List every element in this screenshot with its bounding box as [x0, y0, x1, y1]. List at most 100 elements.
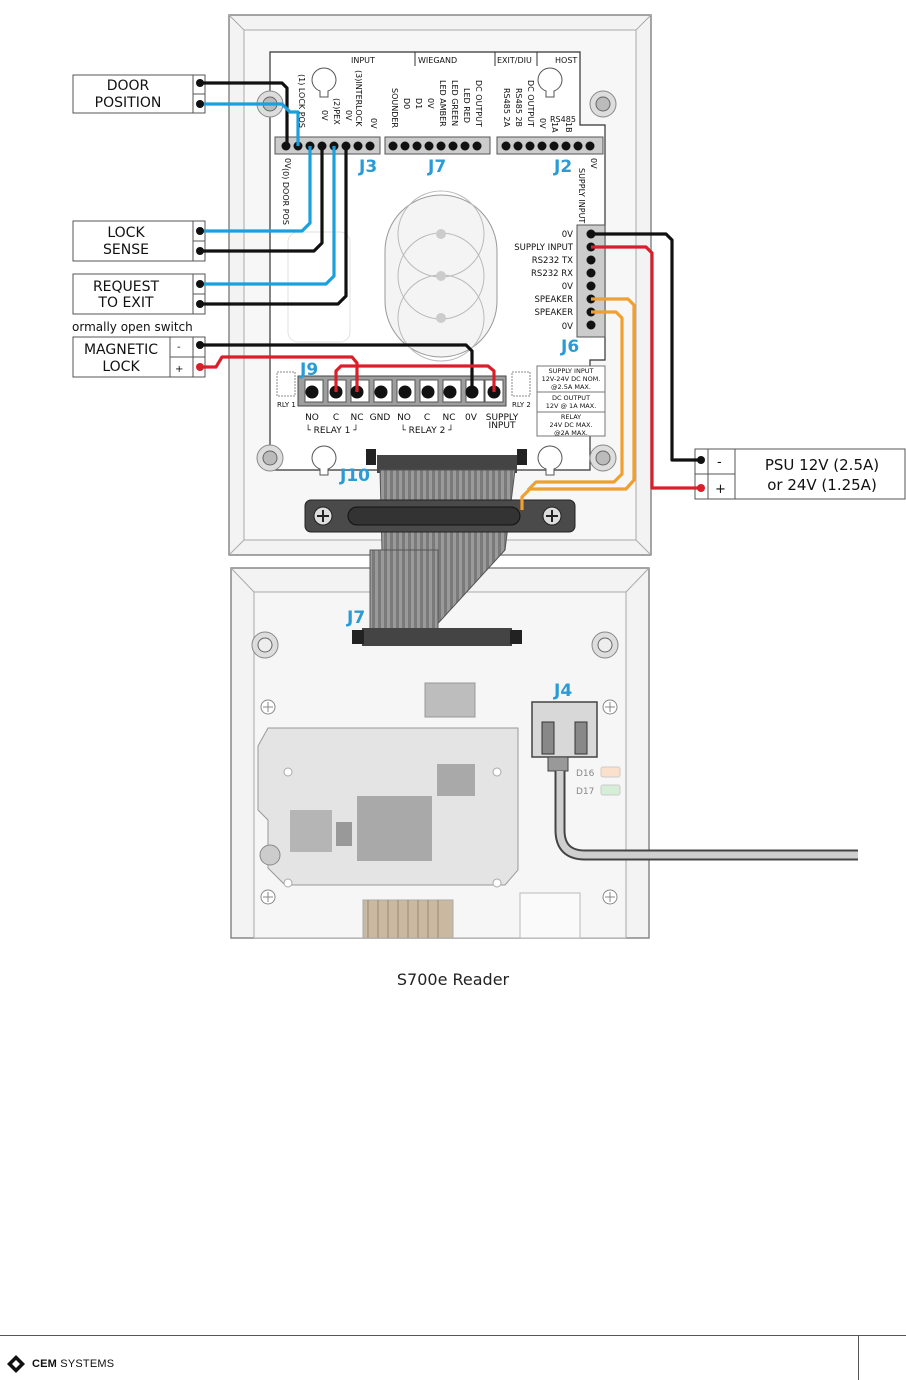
j9-pin-label: NC [350, 413, 363, 423]
j3-pin-label: 0V [369, 118, 378, 129]
spec-box [536, 365, 606, 437]
relay-2-label: └ RELAY 2 ┘ [400, 424, 453, 436]
wire-speaker-orange [526, 310, 624, 492]
spec-text: @2A MAX. [554, 429, 588, 437]
j2-pin-label: RS485 2A [502, 88, 511, 128]
screw-boss [251, 631, 279, 659]
j3-pin-label: (2)PEX [332, 98, 341, 125]
j2-pin-label: 1A [550, 122, 559, 133]
j7-pin-label: SOUNDER [390, 88, 399, 128]
header-rs485: RS485 [550, 115, 576, 124]
spec-text: DC OUTPUT [552, 394, 590, 402]
connector-j9-label: J9 [299, 360, 318, 380]
psu-minus-label: - [717, 455, 722, 470]
figure-caption: S700e Reader [396, 970, 510, 989]
screw-boss [589, 90, 617, 118]
wire-door-pos-black [200, 81, 289, 146]
j2-pin-label: 1B [564, 122, 573, 133]
screw-boss [589, 444, 617, 472]
j3-bottom-pin-label: 0V [283, 158, 292, 169]
j3-pin-label: 0V [344, 110, 353, 121]
header-host: HOST [555, 56, 577, 65]
j6-pin-label: SUPPLY INPUT [514, 243, 574, 253]
j7-pin-label: D1 [414, 98, 423, 109]
psu-block [694, 448, 906, 500]
spec-text: @2.5A MAX. [551, 383, 591, 391]
lock-sense-label-2: SENSE [103, 242, 149, 258]
j4-connector [531, 701, 598, 772]
wire-psu-red [591, 245, 701, 490]
maglock-minus-label: - [177, 342, 181, 353]
j7-pin-label: LED GREEN [450, 80, 459, 126]
j3-pin-label: (3)INTERLOCK [354, 70, 363, 127]
request-to-exit-block [72, 273, 206, 315]
j2-pin-label: RS485 2B [514, 88, 523, 127]
j6-pin-label: 0V [562, 322, 573, 332]
rex-label-2: TO EXIT [97, 295, 154, 311]
j6-pin-label: SPEAKER [534, 308, 573, 318]
j6-pin-label: SPEAKER [534, 295, 573, 305]
relay-jumper-1 [276, 371, 296, 397]
j9-pin-label: NO [397, 413, 411, 423]
psu-label-1: PSU 12V (2.5A) [765, 456, 879, 474]
wire-speaker-orange [520, 297, 636, 510]
reader-housing-bottom: D16 D17 [230, 567, 858, 939]
mounting-bracket [304, 499, 576, 533]
wire-lock-sense-blue [200, 146, 312, 233]
j6-pin-label: 0V [562, 230, 573, 240]
j9-pin-label: GND [370, 413, 391, 423]
spec-text: RELAY [561, 413, 581, 421]
screw-boss [591, 631, 619, 659]
wire-maglock-black [200, 343, 474, 392]
rly2-label: RLY 2 [512, 401, 531, 409]
connector-j10-label: J10 [339, 466, 370, 486]
connector-j7-bottom-label: J7 [346, 608, 365, 628]
connector-j7-label: J7 [427, 157, 446, 177]
j9-pin-label: INPUT [489, 421, 516, 431]
rly1-label: RLY 1 [277, 401, 296, 409]
j6-pin-label: 0V [562, 282, 573, 292]
footer-divider-vertical [858, 1335, 859, 1380]
j7-pin-label: 0V [426, 98, 435, 109]
normally-open-switch-label: ormally open switch [72, 320, 193, 334]
j3-terminal-strip [274, 136, 381, 155]
connector-j3-label: J3 [358, 157, 377, 177]
wire-rex-blue [200, 146, 336, 286]
j9-pin-label: SUPPLY [486, 413, 519, 423]
magnetic-lock-label-2: LOCK [102, 359, 140, 375]
j2-terminal-strip [496, 136, 604, 155]
spec-text: 12V-24V DC NOM. [542, 375, 601, 383]
j9-pin-label: C [424, 413, 430, 423]
footer-divider [0, 1335, 906, 1336]
j9-pin-label: NO [305, 413, 319, 423]
wire-lock-sense-black [200, 146, 324, 253]
spec-text: SUPPLY INPUT [549, 367, 594, 375]
brand-name: CEM SYSTEMS [32, 1358, 115, 1370]
connector-j6-label: J6 [560, 337, 579, 357]
diamond-logo-icon [7, 1355, 25, 1373]
header-exit-diu: EXIT/DIU [497, 56, 532, 65]
j7-pin-label: LED AMBER [438, 80, 447, 127]
j2-pin-label: DC OUTPUT [526, 80, 535, 127]
j9-pin-label: 0V [465, 413, 478, 423]
j2-pin-label: 0V [538, 118, 547, 129]
door-position-label-1: DOOR [107, 78, 150, 94]
j2-bottom-pin-label: SUPPLY INPUT [577, 168, 586, 223]
header-input: INPUT [351, 56, 375, 65]
spec-text: 12V @ 1A MAX. [546, 402, 597, 410]
connector-j2-label: J2 [553, 157, 572, 177]
lock-sense-label-1: LOCK [107, 225, 145, 241]
j3-pin-label: (1) LOCK POS [297, 74, 306, 128]
j7-pin-label: LED RED [462, 88, 471, 123]
j7-pin-label: D0 [402, 98, 411, 109]
j9-terminal-strip [297, 375, 507, 407]
j6-terminal-strip [576, 224, 606, 338]
wire-relay-red [334, 364, 496, 392]
rex-label-1: REQUEST [93, 279, 160, 295]
led-d16-label: D16 [576, 769, 595, 779]
brand-logo: CEM SYSTEMS [6, 1354, 114, 1374]
connector-j4-label: J4 [553, 681, 572, 701]
wire-psu-black [591, 232, 701, 462]
wire-maglock-red [200, 355, 359, 392]
